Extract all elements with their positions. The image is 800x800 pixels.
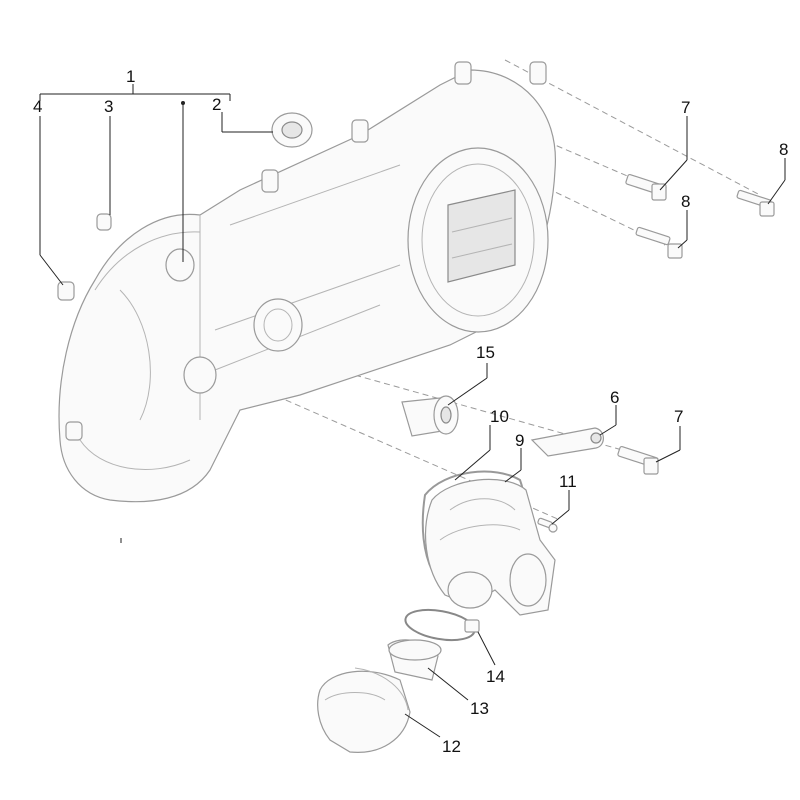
leader-lines [39,84,786,738]
screw-part-11 [537,517,558,533]
bolt-8-lower [635,226,683,259]
bracket-part-6 [530,427,604,457]
bearing-part [271,112,313,148]
bolt-7-top [625,173,667,201]
duct-part-12 [317,667,411,753]
callout-9: 9 [515,431,524,450]
filter-part-15 [401,395,459,437]
intake-housing-part-9 [424,478,556,616]
transmission-cover [58,61,556,503]
callout-3: 3 [104,97,113,116]
clamp-part-14 [404,608,480,642]
plug-part-3 [96,213,112,231]
callout-4: 4 [33,97,42,116]
callout-11: 11 [559,472,577,491]
callout-labels: 1 2 3 4 6 7 7 8 8 9 10 11 12 13 14 15 [33,67,788,756]
callout-13: 13 [470,699,489,718]
callout-7-top: 7 [681,98,690,117]
callout-15: 15 [476,343,495,362]
plug-part-4 [57,281,75,301]
bolt-7-lower [617,445,659,475]
callout-8-upper: 8 [779,140,788,159]
callout-6: 6 [610,388,619,407]
filter-element-part-13 [387,639,442,681]
callout-12: 12 [442,737,461,756]
bolt-8-upper [736,189,775,217]
callout-7-lower: 7 [674,407,683,426]
callout-1: 1 [126,67,135,86]
callout-10: 10 [490,407,509,426]
callout-2: 2 [212,95,221,114]
callout-8-lower: 8 [681,192,690,211]
callout-14: 14 [486,667,505,686]
